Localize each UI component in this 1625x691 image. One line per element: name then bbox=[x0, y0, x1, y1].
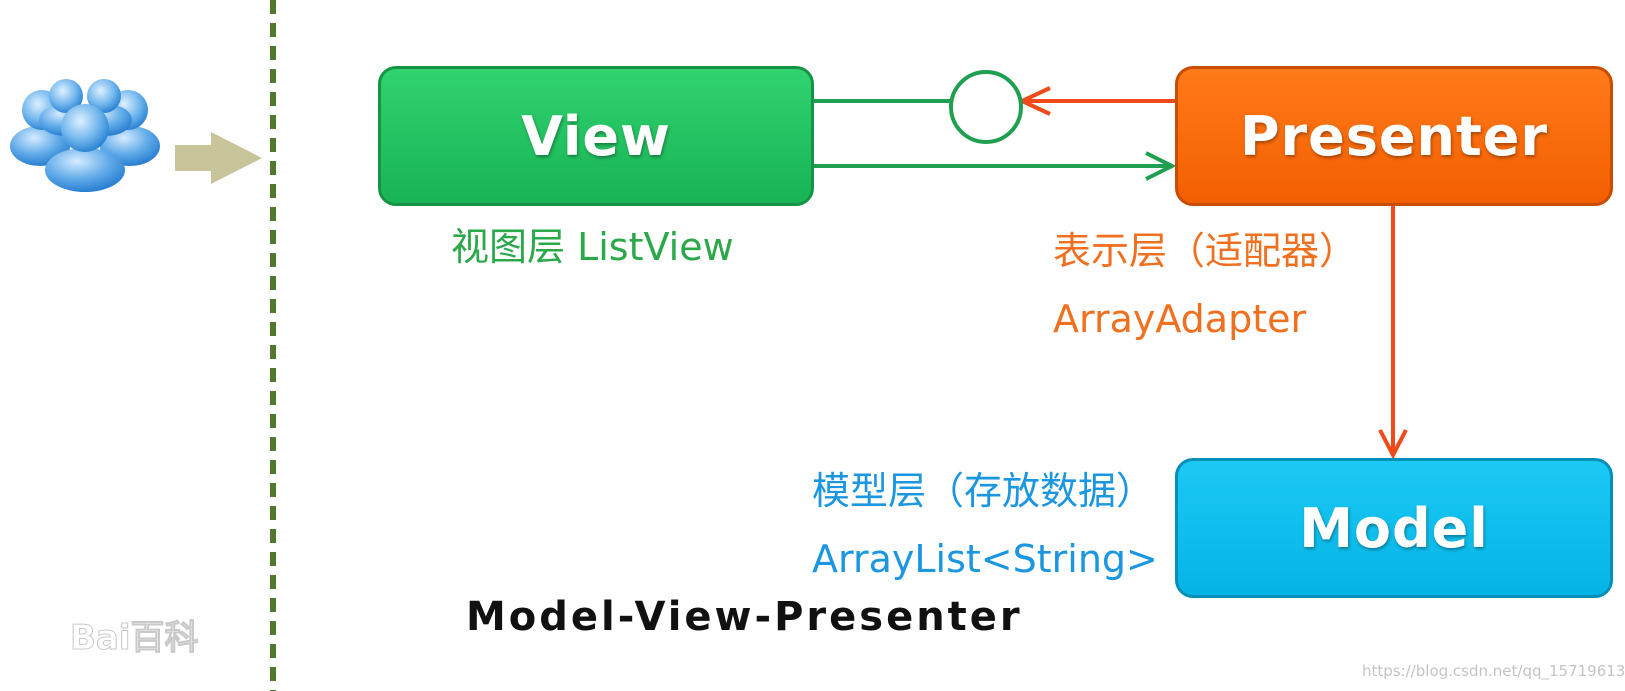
model-layer-label: 模型层（存放数据） bbox=[812, 469, 1155, 513]
model-box: Model bbox=[1175, 458, 1613, 598]
presenter-box: Presenter bbox=[1175, 66, 1613, 206]
presenter-layer-label: 表示层（适配器） bbox=[1053, 229, 1358, 273]
presenter-class-label: ArrayAdapter bbox=[1053, 297, 1307, 341]
model-class-label: ArrayList<String> bbox=[812, 537, 1158, 581]
interface-circle bbox=[949, 70, 1023, 144]
view-layer-label: 视图层 ListView bbox=[451, 225, 734, 269]
view-to-presenter-arrow bbox=[814, 151, 1177, 181]
right-arrow-icon bbox=[175, 132, 262, 184]
view-box: View bbox=[378, 66, 814, 206]
presenter-to-view-connector bbox=[814, 70, 1175, 144]
diagram-title: Model-View-Presenter bbox=[466, 594, 1023, 640]
baidu-watermark: Bai百科 bbox=[70, 618, 200, 659]
users-group-icon bbox=[10, 79, 160, 192]
presenter-to-model-arrow bbox=[1378, 206, 1408, 460]
source-url-watermark: https://blog.csdn.net/qq_15719613 bbox=[1362, 662, 1625, 680]
